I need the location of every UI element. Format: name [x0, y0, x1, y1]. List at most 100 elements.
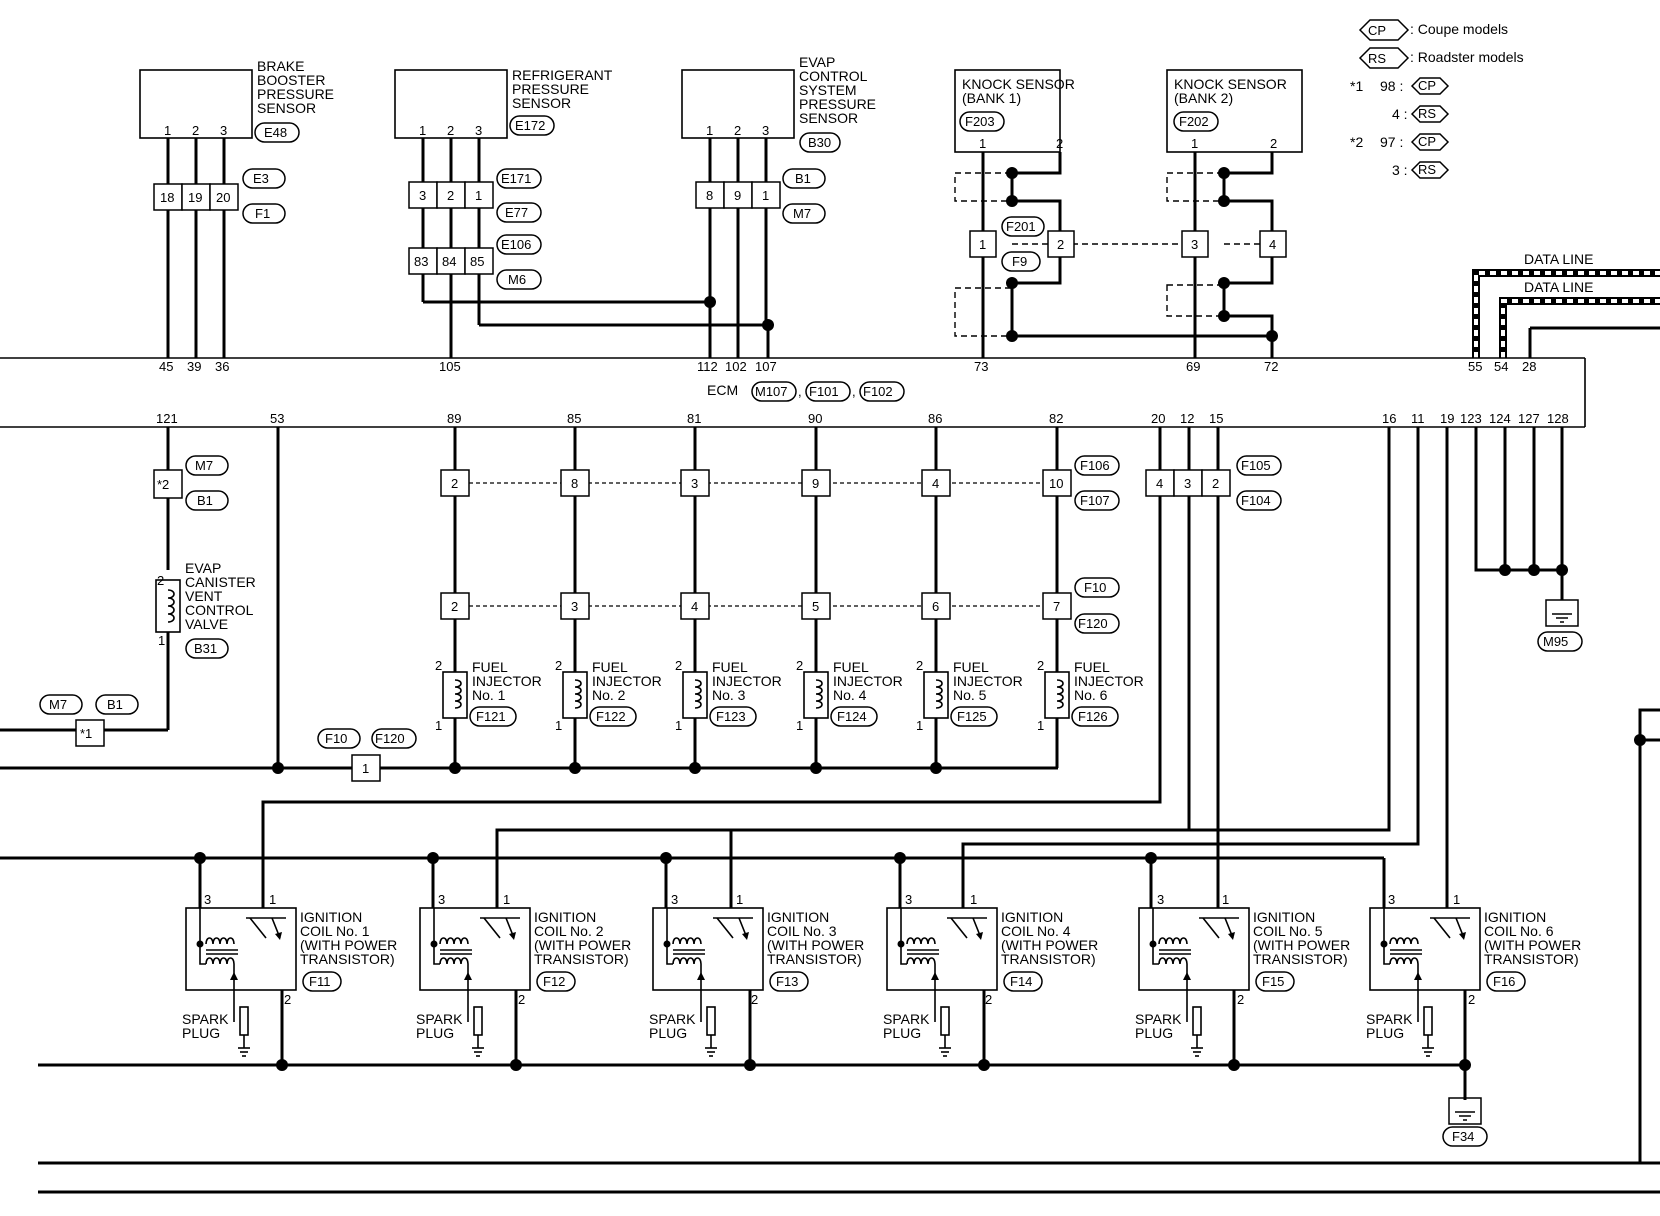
- coil-label: IGNITION: [534, 909, 596, 925]
- injector-label: No. 6: [1074, 687, 1108, 703]
- pin-label: 1: [475, 188, 482, 203]
- ecm-pin: 123: [1460, 411, 1482, 426]
- conn-tag: B1: [197, 493, 213, 508]
- ecm-pin: 128: [1547, 411, 1569, 426]
- legend: [1358, 19, 1450, 179]
- coil-label: TRANSISTOR): [1001, 951, 1096, 967]
- pin-label: 3: [691, 476, 698, 491]
- spark-plug-label-1: SPARK: [649, 1011, 696, 1027]
- pin-label: 3: [762, 123, 769, 138]
- injector-label: FUEL: [592, 659, 628, 675]
- conn-tag: F120: [1078, 616, 1108, 631]
- injector-label: INJECTOR: [1074, 673, 1144, 689]
- ecm-conn-f101: F101: [809, 384, 839, 399]
- pin-label: 4: [1269, 237, 1276, 252]
- top-conn-tags: [242, 168, 1045, 290]
- pin-label: 3: [1388, 892, 1395, 907]
- pin-label: 1: [916, 718, 923, 733]
- legend-3: 3 :: [1392, 162, 1408, 178]
- injector-tag: F124: [837, 709, 867, 724]
- conn-tag: M95: [1543, 634, 1568, 649]
- vent-label-5: VALVE: [185, 616, 228, 632]
- knock1-label-1: KNOCK SENSOR: [962, 76, 1075, 92]
- refrig-label-1: REFRIGERANT: [512, 67, 613, 83]
- pin-label: 1: [1222, 892, 1229, 907]
- pin-label: 2: [1056, 136, 1063, 151]
- pin-label: 2: [751, 992, 758, 1007]
- pin-label: 3: [571, 599, 578, 614]
- ecm-pin: 36: [215, 359, 229, 374]
- legend-rs-tag-2: RS: [1418, 106, 1436, 121]
- ecm-pin: 105: [439, 359, 461, 374]
- injector-label: FUEL: [953, 659, 989, 675]
- pin-label: 3: [1191, 237, 1198, 252]
- conn-tag: F9: [1012, 254, 1027, 269]
- pin-label: 3: [475, 123, 482, 138]
- ecm-conn-m107: M107: [755, 384, 788, 399]
- vent-label-2: CANISTER: [185, 574, 256, 590]
- ecm-label: ECM: [707, 382, 738, 398]
- top-conn-boxes: [153, 181, 1287, 275]
- coil-tag: F11: [309, 974, 330, 989]
- coil-tag-oval: [1003, 971, 1043, 992]
- evap-label-1: EVAP: [799, 54, 835, 70]
- star2-box-label: *2: [157, 477, 169, 492]
- pin-label: 19: [188, 190, 202, 205]
- ecm-body: [0, 357, 1586, 428]
- injector-label: No. 2: [592, 687, 626, 703]
- spark-plug-label-1: SPARK: [1135, 1011, 1182, 1027]
- injector-tag: F126: [1078, 709, 1108, 724]
- injector-tag-oval: [830, 706, 878, 727]
- knock-sensor-1-box: [954, 69, 1061, 153]
- pin-label: 9: [812, 476, 819, 491]
- spark-plug-label-2: PLUG: [883, 1025, 921, 1041]
- conn-tag: E77: [505, 205, 528, 220]
- coil-tag: F16: [1493, 974, 1515, 989]
- injector-tag: F123: [716, 709, 746, 724]
- pin-label: 20: [216, 190, 230, 205]
- tag-e48: E48: [264, 125, 287, 140]
- ecm-pin: 53: [270, 411, 284, 426]
- pin-label: 1: [675, 718, 682, 733]
- pin-label: 18: [160, 190, 174, 205]
- coil-label: (WITH POWER: [1253, 937, 1350, 953]
- conn-tag: F10: [325, 731, 347, 746]
- legend-cp-tag-2: CP: [1418, 78, 1436, 93]
- pin-label: 2: [447, 123, 454, 138]
- ecm-pin: 19: [1440, 411, 1454, 426]
- ecm-pin: 15: [1209, 411, 1223, 426]
- ecm-pin: 102: [725, 359, 747, 374]
- conn-tag: F1: [255, 206, 270, 221]
- coil-label: (WITH POWER: [300, 937, 397, 953]
- conn-tag: F120: [375, 731, 405, 746]
- conn-tag: M6: [508, 272, 526, 287]
- spark-plug-label-2: PLUG: [416, 1025, 454, 1041]
- separator: ,: [852, 384, 856, 399]
- tag-b31: B31: [194, 641, 217, 656]
- legend-rs-text: : Roadster models: [1410, 49, 1524, 65]
- data-lines: [1472, 269, 1660, 358]
- knock-sensor-2-box: [1166, 69, 1303, 153]
- ecm-pin: 11: [1411, 411, 1425, 426]
- injector-tag: F122: [596, 709, 626, 724]
- knock1-label-2: (BANK 1): [962, 90, 1021, 106]
- ecm-pin: 54: [1494, 359, 1508, 374]
- refrig-label-2: PRESSURE: [512, 81, 589, 97]
- pin-label: 1: [796, 718, 803, 733]
- ecm-pin: 124: [1489, 411, 1511, 426]
- injector-label: No. 5: [953, 687, 987, 703]
- legend-rs-tag-3: RS: [1418, 162, 1436, 177]
- injector-tag-oval: [469, 706, 517, 727]
- ecm-pin: 12: [1180, 411, 1194, 426]
- injector-label: No. 4: [833, 687, 867, 703]
- injector-label: INJECTOR: [953, 673, 1023, 689]
- pin-label: 2: [1037, 658, 1044, 673]
- vent-label-3: VENT: [185, 588, 223, 604]
- ecm-pin: 90: [808, 411, 822, 426]
- pin-label: 2: [1212, 476, 1219, 491]
